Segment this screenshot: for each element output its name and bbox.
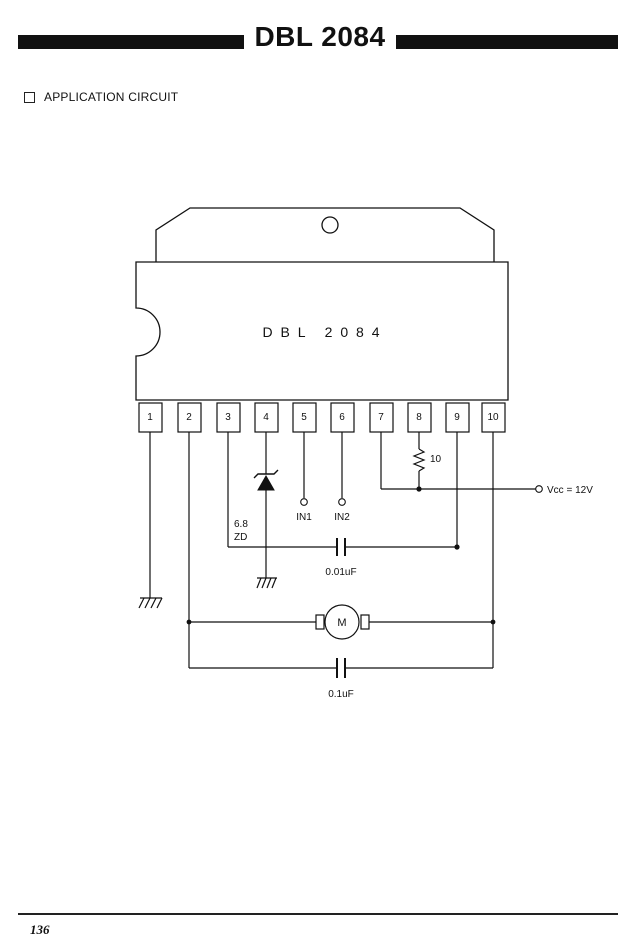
page-title: DBL 2084 <box>254 21 386 52</box>
capacitor-small-symbol <box>336 538 346 556</box>
footer-rule <box>18 913 618 915</box>
capacitor-motor-symbol <box>336 658 346 678</box>
vcc-label: Vcc = 12V <box>547 485 593 496</box>
ground-symbol-pin-4 <box>256 577 277 589</box>
in2-terminal <box>338 498 346 506</box>
ic-label: D B L 2 0 8 4 <box>263 324 382 340</box>
pin-3-label: 3 <box>225 412 231 423</box>
zener-diode-symbol <box>253 469 279 491</box>
ic-body <box>135 261 509 401</box>
junction-dots <box>186 486 496 625</box>
zener-value-label: 6.8 <box>234 519 248 530</box>
zener-type-label: ZD <box>234 532 247 543</box>
ic-heatsink-tab <box>155 207 495 262</box>
motor-symbol <box>315 604 370 640</box>
cap-motor-label: 0.1uF <box>328 689 354 700</box>
ic-mount-hole <box>321 216 339 234</box>
header-bar-right <box>396 35 618 49</box>
section-title: APPLICATION CIRCUIT <box>44 90 179 104</box>
pin-9-label: 9 <box>454 412 460 423</box>
pin-2-label: 2 <box>186 412 192 423</box>
vcc-terminal <box>535 485 543 493</box>
ic-pins <box>138 402 506 433</box>
terminals <box>300 485 543 506</box>
in1-label: IN1 <box>296 512 312 523</box>
checkbox-icon <box>24 91 35 103</box>
motor-label: M <box>337 617 346 629</box>
ground-symbol-pin-1 <box>138 597 163 609</box>
pin-4-label: 4 <box>263 412 269 423</box>
pin-7-label: 7 <box>378 412 384 423</box>
section-heading: APPLICATION CIRCUIT <box>24 90 178 104</box>
pin-6-label: 6 <box>339 412 345 423</box>
resistor-10-symbol <box>412 448 426 472</box>
pin-8-label: 8 <box>416 412 422 423</box>
header-bar-left <box>18 35 244 49</box>
pin-10-label: 10 <box>487 412 499 423</box>
in2-label: IN2 <box>334 512 350 523</box>
page-number: 136 <box>30 922 50 937</box>
in1-terminal <box>300 498 308 506</box>
cap-small-label: 0.01uF <box>325 567 356 578</box>
resistor-label: 10 <box>430 454 442 465</box>
pin-5-label: 5 <box>301 412 307 423</box>
pin-1-label: 1 <box>147 412 153 423</box>
